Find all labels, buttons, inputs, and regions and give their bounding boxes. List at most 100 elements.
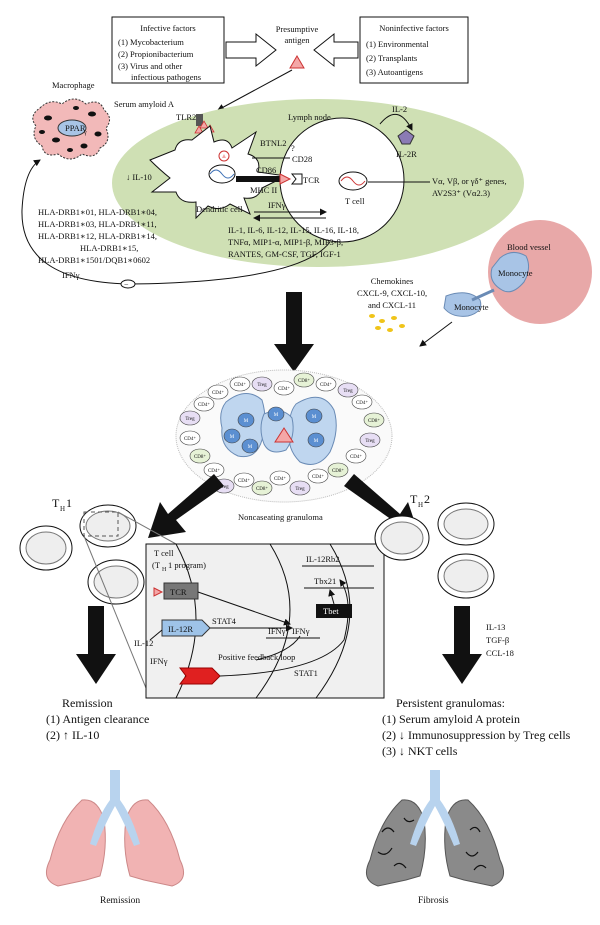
granuloma-cells: TregCD4⁺CD4⁺CD8⁺CD4⁺TregCD4⁺CD8⁺CD4⁺Treg… [179,372,385,496]
persist-item: (3) ↓ NKT cells [382,744,458,758]
th2-cytokine: CCL-18 [486,648,514,658]
stat4-label: STAT4 [212,616,237,626]
granuloma-cell-cd8 [251,480,273,496]
question-label: ? [291,143,295,153]
infective-title: Infective factors [140,23,195,33]
granuloma-cell-cd4 [345,448,367,464]
chemokine-line: CXCL-9, CXCL-10, [357,288,427,298]
cytokine-line: IL-1, IL-6, IL-12, IL-15, IL-16, IL-18, [228,225,359,235]
granuloma-cell-cd4 [179,430,201,446]
dendritic-label: Dendritic cell [196,204,243,214]
persist-title: Persistent granulomas: [396,696,505,710]
hla-line: HLA-DRB1∗15, [80,243,138,253]
fibrosis-lung: Fibrosis [365,770,505,906]
granuloma-cell-macrophage [305,408,323,424]
il2-label: IL-2 [392,104,407,114]
noninfective-item: (3) Autoantigens [366,67,423,77]
ppar-label: PPAR [65,123,86,133]
granuloma-cell-cd4 [233,472,255,488]
th1-down-arrow [76,606,116,684]
granuloma-cell-label: CD4⁺ [312,474,324,480]
th2-down-arrow [442,606,482,684]
granuloma-cell-label: M [312,415,317,420]
granuloma-cell-label: CD8⁺ [194,454,206,460]
il12r [161,619,211,637]
th1-program-inset: T cell (T H 1 program) TCR IL-12R IL-12 … [134,543,385,699]
granuloma-cell-label: Treg [185,417,195,422]
noninfective-title: Noninfective factors [379,23,449,33]
chemokine-line: Chemokines [371,276,414,286]
hla-line: HLA-DRB1∗1501/DQB1∗0602 [38,255,150,265]
granuloma-cell-treg [359,432,381,448]
granuloma-cell-label: CD4⁺ [234,382,246,388]
il2r-label: IL-2R [396,149,417,159]
inset-title: 1 program) [168,560,206,570]
cytokine-line: RANTES, GM-CSF, TGF, IGF-1 [228,249,341,259]
tbx21-label: Tbx21 [314,576,336,586]
ifng-label: IFNγ [268,200,286,210]
granuloma-cell-cd4 [273,380,295,396]
infective-item: infectious pathogens [131,72,201,82]
granuloma-cell-cd4 [207,384,229,400]
granuloma-cell-label: M [248,445,253,450]
granuloma-cell-macrophage [267,406,285,422]
granuloma-cell-cd8 [189,448,211,464]
granuloma-cell-label: M [244,419,249,424]
granuloma-cell-label: M [314,439,319,444]
inset-title: (T [152,560,161,570]
remission-title: Remission [62,696,113,710]
mhc2-bar [236,176,280,182]
blood-vessel-label: Blood vessel [507,242,551,252]
granuloma-cell-label: Treg [365,439,375,444]
granuloma-cell-cd4 [229,376,251,392]
lung-label-fibrosis: Fibrosis [418,896,449,906]
granuloma-cell-macrophage [241,438,259,454]
th1-title: T [52,496,60,510]
granuloma-cell-macrophage [223,428,241,444]
remission-lung: Remission [45,770,185,906]
hla-line: HLA-DRB1∗12, HLA-DRB1∗14, [38,231,157,241]
il12rb2-label: IL-12Rb2 [306,554,340,564]
granuloma-cell-treg [179,410,201,426]
granuloma-cell-treg [289,480,311,496]
granuloma-cell-label: CD4⁺ [184,436,196,442]
tlr2-receptor [196,114,203,126]
infective-factors-box: Infective factors (1) Mycobacterium (2) … [111,16,225,84]
granuloma-cell-label: Treg [257,383,267,388]
antigen-label: antigen [284,35,310,45]
granuloma-label: Noncaseating granuloma [238,512,323,522]
chemokine-line: and CXCL-11 [368,300,416,310]
granuloma-cell-cd4 [269,470,291,486]
minus-sign: − [124,280,129,289]
granuloma-cell-label: CD8⁺ [368,418,380,424]
macrophage-label: Macrophage [52,80,95,90]
antigen-triangle [289,55,305,69]
granuloma-cell-cd8 [363,412,385,428]
granuloma-cell-label: M [230,435,235,440]
tbet-box [316,604,352,618]
granuloma-cell-label: Treg [343,389,353,394]
tcr-label: TCR [303,175,320,185]
monocyte-label: Monocyte [454,302,489,312]
granuloma-cell-cd8 [327,462,349,478]
feedback-label: Positive feedback loop [218,652,295,662]
down-arrow [274,292,314,372]
btnl2-label: BTNL2 [260,138,286,148]
inset-tcr-label: TCR [170,587,187,597]
granuloma-cell-label: CD4⁺ [356,400,368,406]
ifng-out-label: IFNγ [150,656,168,666]
il12-label: IL-12 [134,638,153,648]
infective-item: (1) Mycobacterium [118,37,184,47]
th2-title: T [410,492,418,506]
cd86-label: CD86 [256,165,276,175]
th2-sub: H [418,501,423,509]
saa-label: Serum amyloid A [114,99,175,109]
granuloma-cell-label: CD8⁺ [332,468,344,474]
vgenes-label: AV2S3⁺ (Vα2.3) [432,188,490,198]
noninfective-arrow [313,32,359,68]
inset-sub: H [162,567,167,573]
granuloma-cell-label: CD4⁺ [198,402,210,408]
granuloma-cell-label: Treg [295,487,305,492]
granuloma-cell-cd4 [307,468,329,484]
hla-line: HLA-DRB1∗01, HLA-DRB1∗04, [38,207,157,217]
